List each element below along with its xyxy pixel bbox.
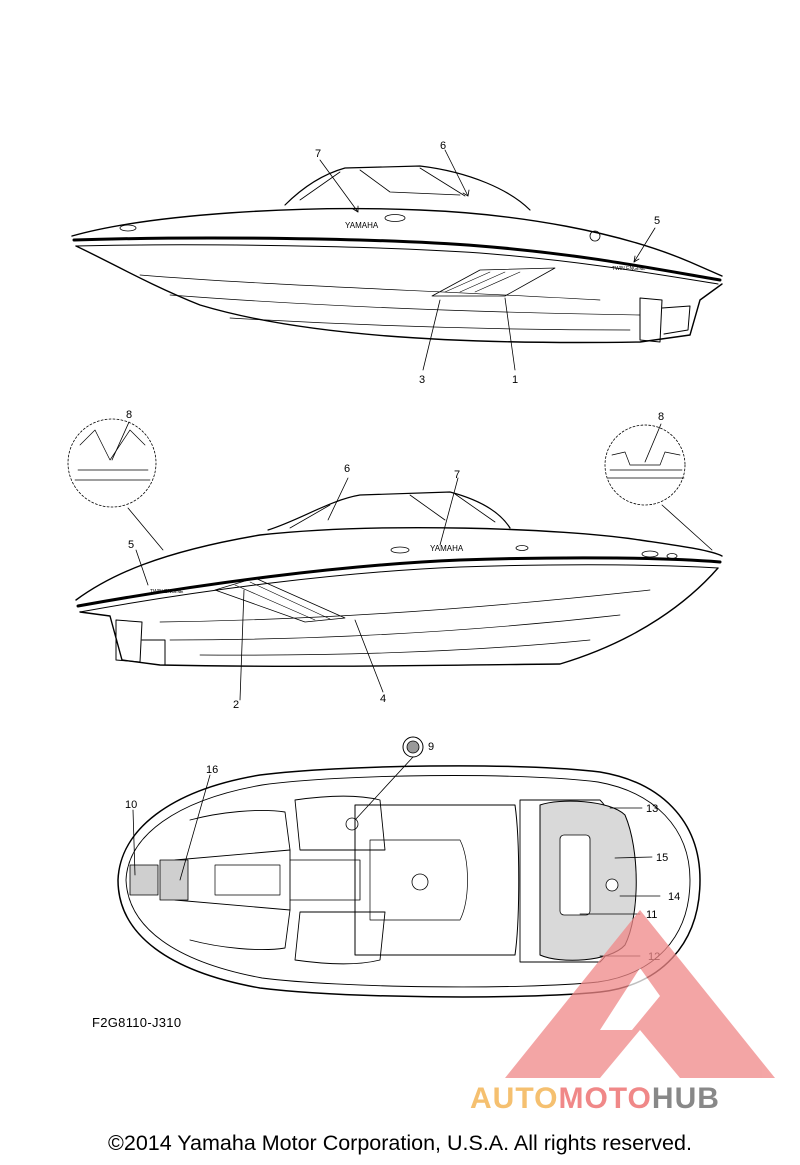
callout-labels: 7 6 5 3 1 8 8 6 7 5 2 4 9 16 10 13 15 14… bbox=[125, 140, 680, 963]
boat-top-view bbox=[117, 736, 701, 998]
watermark-moto: MOTO bbox=[558, 1082, 652, 1115]
callout-1: 1 bbox=[512, 374, 518, 386]
callout-5a: 5 bbox=[654, 215, 660, 227]
callout-8b: 8 bbox=[658, 411, 664, 423]
callout-7a: 7 bbox=[315, 148, 321, 160]
boat-starboard-view bbox=[71, 149, 723, 371]
callout-6a: 6 bbox=[440, 140, 446, 152]
part-code: F2G8110-J310 bbox=[92, 1015, 182, 1030]
watermark-hub: HUB bbox=[651, 1082, 720, 1115]
callout-9: 9 bbox=[428, 741, 434, 753]
model-decal-1: TWIN ENGINE bbox=[612, 266, 646, 272]
brand-decal-2: YAMAHA bbox=[430, 544, 464, 553]
copyright-notice: ©2014 Yamaha Motor Corporation, U.S.A. A… bbox=[108, 1131, 692, 1155]
callout-11: 11 bbox=[646, 909, 657, 921]
model-decal-2: TWIN ENGINE bbox=[150, 589, 184, 595]
callout-3: 3 bbox=[419, 374, 425, 386]
callout-10: 10 bbox=[125, 799, 137, 811]
callout-4: 4 bbox=[380, 693, 386, 705]
callout-2: 2 bbox=[233, 699, 239, 711]
callout-14: 14 bbox=[668, 891, 680, 903]
watermark-auto: AUTO bbox=[470, 1082, 559, 1115]
callout-5b: 5 bbox=[128, 539, 134, 551]
callout-8a: 8 bbox=[126, 409, 132, 421]
brand-decal-1: YAMAHA bbox=[345, 221, 379, 230]
callout-7b: 7 bbox=[454, 469, 460, 481]
callout-13: 13 bbox=[646, 803, 658, 815]
callout-15: 15 bbox=[656, 852, 668, 864]
callout-16: 16 bbox=[206, 764, 218, 776]
boat-port-view bbox=[67, 418, 723, 701]
watermark-logo bbox=[505, 910, 775, 1078]
watermark-text: AUTOMOTOHUB bbox=[470, 1082, 720, 1116]
callout-6b: 6 bbox=[344, 463, 350, 475]
